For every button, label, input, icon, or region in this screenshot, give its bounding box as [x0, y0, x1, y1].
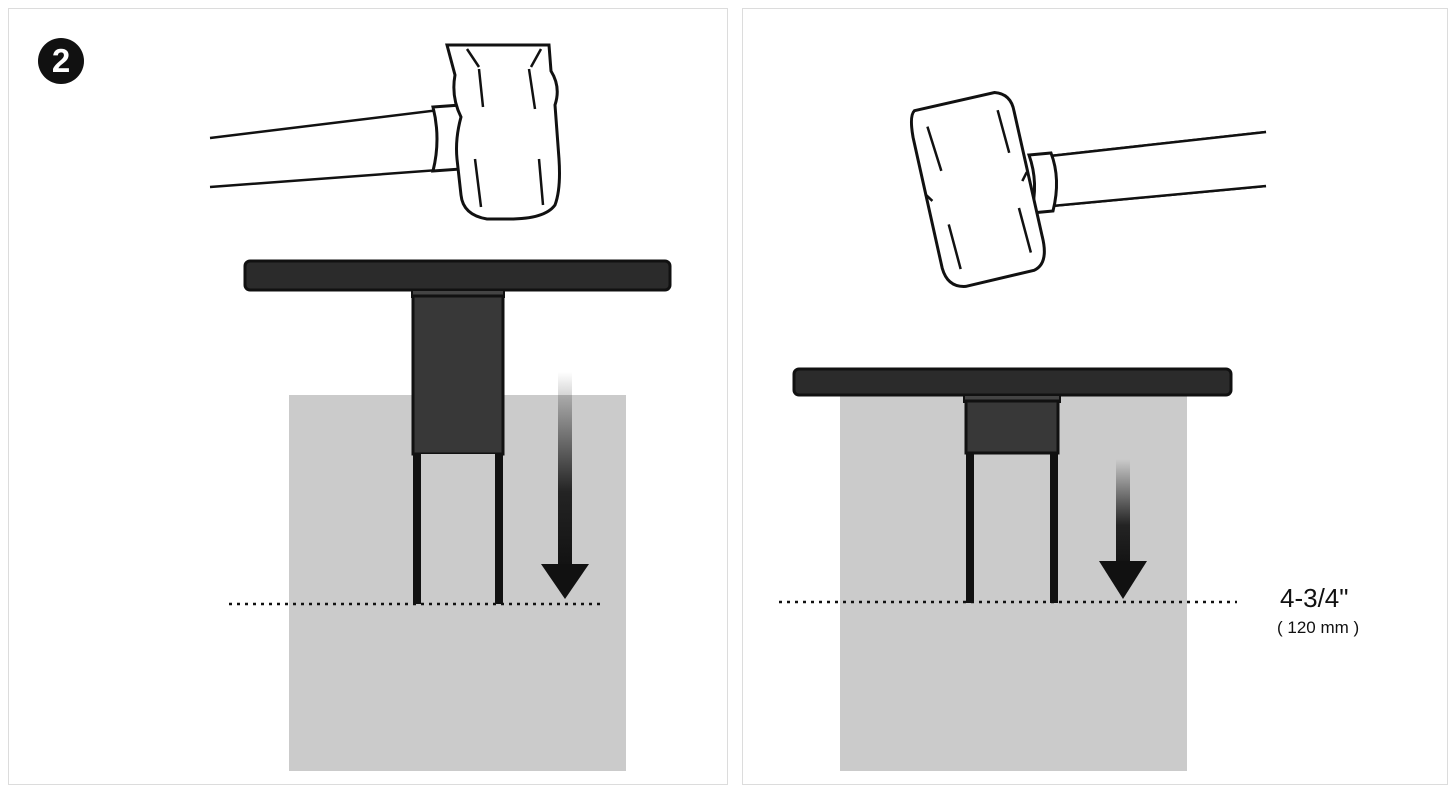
sledgehammer-icon	[909, 90, 1267, 288]
sledgehammer-icon	[209, 43, 561, 221]
illustration-after	[779, 90, 1267, 771]
down-arrow-icon	[1099, 459, 1147, 599]
ground-stake	[792, 367, 1233, 603]
down-arrow-icon	[541, 372, 589, 599]
panel-before: 2	[8, 8, 728, 785]
stake-leg-right	[495, 454, 503, 604]
stake-leg-left	[413, 454, 421, 604]
stake-post	[411, 294, 505, 456]
depth-measurement-mm: ( 120 mm )	[1277, 618, 1360, 637]
panel-after: 4-3/4" ( 120 mm )	[742, 8, 1448, 785]
stake-post	[964, 399, 1060, 455]
stake-leg-left	[966, 453, 974, 603]
stake-plate	[792, 367, 1233, 397]
depth-measurement-inches: 4-3/4"	[1280, 583, 1349, 613]
stake-leg-right	[1050, 453, 1058, 603]
illustration-before	[209, 43, 672, 771]
ground-stake	[243, 259, 672, 604]
stake-plate	[243, 259, 672, 292]
step-number-badge: 2	[38, 38, 84, 84]
